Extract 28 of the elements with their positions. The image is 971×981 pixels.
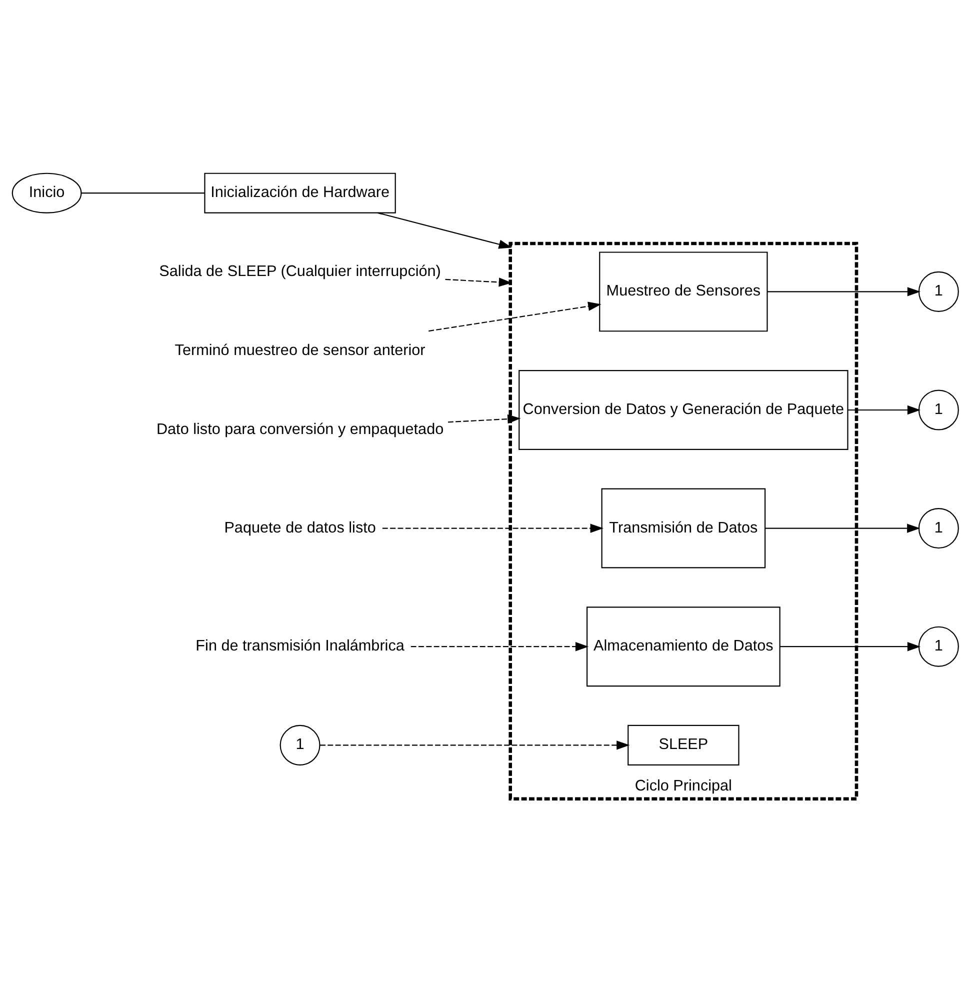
arrow: [448, 414, 521, 424]
node-text: Fin de transmisión Inalámbrica: [196, 638, 404, 655]
connector: [81, 192, 205, 194]
arrow: [767, 287, 921, 296]
node-circle: 1: [918, 626, 959, 667]
node-ellipse: Inicio: [12, 172, 82, 214]
node-circle: 1: [918, 508, 959, 549]
arrow: [320, 740, 630, 750]
node-circle: 1: [280, 724, 320, 766]
node-circle: 1: [918, 271, 959, 312]
node-box: Inicialización de Hardware: [204, 172, 396, 214]
node-circle: 1: [918, 390, 959, 430]
arrow: [410, 642, 589, 652]
node-box: Transmisión de Datos: [601, 488, 766, 568]
arrow: [382, 524, 604, 533]
node-box: SLEEP: [628, 724, 740, 766]
node-box: Conversion de Datos y Generación de Paquete: [518, 370, 848, 450]
arrow: [378, 212, 512, 249]
node-text: Salida de SLEEP (Cualquier interrupción): [159, 263, 441, 280]
node-text: Dato listo para conversión y empaquetado: [156, 420, 444, 438]
arrow: [765, 524, 920, 533]
node-text: Paquete de datos listo: [224, 519, 376, 536]
node-box: Almacenamiento de Datos: [586, 606, 780, 687]
arrow: [428, 302, 602, 332]
node-box: Muestreo de Sensores: [599, 252, 768, 332]
arrow: [780, 642, 921, 652]
arrow: [848, 405, 921, 415]
node-text: Terminó muestreo de sensor anterior: [174, 342, 426, 359]
